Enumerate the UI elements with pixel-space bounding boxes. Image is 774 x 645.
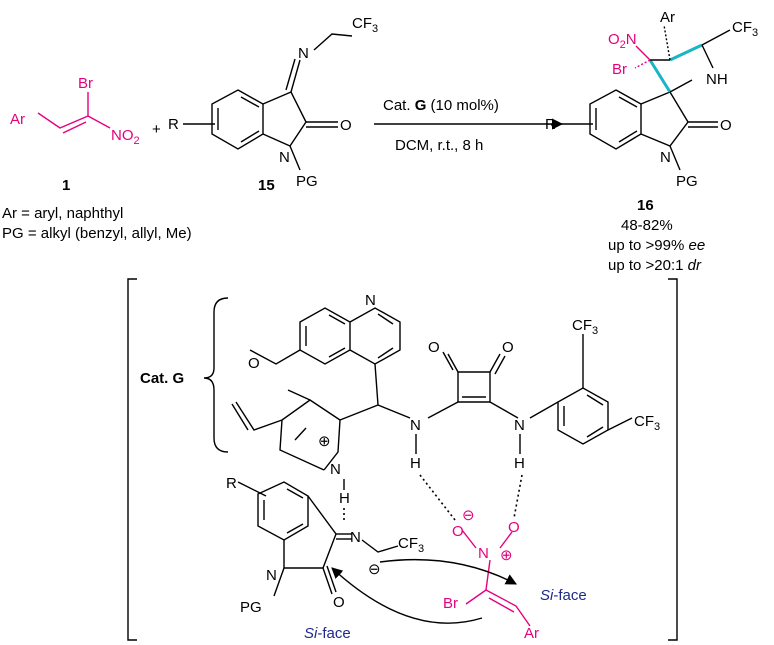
svg-text:Si-face: Si-face — [540, 587, 587, 604]
svg-text:NO2: NO2 — [111, 127, 140, 147]
reactant-15-number: 15 — [258, 177, 275, 194]
catalyst-letter: G — [415, 97, 427, 114]
definition-pg: PG = alkyl (benzyl, allyl, Me) — [2, 225, 192, 242]
svg-text:CF3: CF3 — [732, 19, 758, 39]
aryl-cf3-top-subscript: 3 — [592, 325, 598, 337]
product-br: Br — [612, 61, 627, 78]
ts-nitro-plus: ⊕ — [500, 547, 513, 564]
product-ring-n: N — [660, 149, 671, 166]
aryl-cf3-right-subscript: 3 — [654, 421, 660, 433]
catalyst-g-brace: Cat. G — [140, 297, 229, 453]
ts-nitro-minus: ⊖ — [462, 507, 475, 524]
reactant-15-cf3-subscript: 3 — [372, 23, 378, 35]
methoxy-o: O — [248, 355, 260, 372]
definition-ar: Ar = aryl, naphthyl — [2, 205, 123, 222]
ts-ar: Ar — [524, 625, 539, 642]
ts-ketimine-substrate: R N CF3 ⊖ N O PG — [226, 475, 424, 616]
ts-r-label: R — [226, 475, 237, 492]
reactant-15-pg: PG — [296, 173, 318, 190]
catalyst-loading: (10 mol%) — [426, 97, 499, 114]
reactant-1-br-label: Br — [78, 75, 93, 92]
reactant-15-o: O — [340, 117, 352, 134]
ts-imine-n: N — [350, 529, 361, 546]
reactant-1-no2-subscript: 2 — [134, 135, 140, 147]
reactant-1-ar-label: Ar — [10, 111, 25, 128]
reactant-1-number: 1 — [62, 177, 70, 194]
product-o2n-subscript: 2 — [620, 39, 626, 51]
product-yield: 48-82% — [621, 217, 673, 234]
ts-imine-cf3-subscript: 3 — [418, 543, 424, 555]
product-dr-prefix: up to >20:1 — [608, 257, 688, 274]
quinuclidine-h: H — [339, 490, 350, 507]
squaramide-nh-right-n: N — [514, 417, 525, 434]
product-dr-label: dr — [688, 257, 702, 274]
si-face-attack-arrows: Si-face Si-face — [304, 558, 587, 642]
svg-text:Cat. G (10 mol%): Cat. G (10 mol%) — [383, 97, 499, 114]
ts-imine-cf3: CF — [398, 535, 418, 552]
squaramide-o-left: O — [428, 339, 440, 356]
quinoline-n: N — [365, 292, 376, 309]
svg-text:Si-face: Si-face — [304, 625, 351, 642]
ts-isatin-o: O — [333, 594, 345, 611]
product-cf3-subscript: 3 — [752, 27, 758, 39]
reactant-15-structure: R N CF3 O N PG 15 — [168, 15, 378, 194]
quinuclidine-plus: ⊕ — [318, 433, 331, 450]
si-face-right-italic: Si — [540, 587, 554, 604]
ts-isatin-n: N — [266, 567, 277, 584]
transition-state-bracket — [127, 278, 678, 641]
plus-sign: + — [152, 121, 161, 138]
hydrogen-bonds: H — [339, 474, 523, 522]
product-pg: PG — [676, 173, 698, 190]
catalyst-prefix: Cat. — [383, 97, 415, 114]
product-cf3: CF — [732, 19, 752, 36]
product-nh: NH — [706, 71, 728, 88]
svg-text:O2N: O2N — [608, 31, 637, 51]
ts-imine-minus: ⊖ — [368, 561, 381, 578]
squaramide-nh-left-h: H — [410, 455, 421, 472]
aryl-cf3-top: CF — [572, 317, 592, 334]
svg-text:CF3: CF3 — [352, 15, 378, 35]
svg-text:CF3: CF3 — [398, 535, 424, 555]
catalyst-structure: N O N ⊕ O O N H N H — [231, 292, 660, 478]
aryl-cf3-right: CF — [634, 413, 654, 430]
squaramide-nh-right-h: H — [514, 455, 525, 472]
svg-text:CF3: CF3 — [572, 317, 598, 337]
svg-text:up to >20:1 dr: up to >20:1 dr — [608, 257, 702, 274]
catalyst-g-label: Cat. G — [140, 370, 184, 387]
si-face-left-italic: Si — [304, 625, 318, 642]
svg-text:up to >99% ee: up to >99% ee — [608, 237, 705, 254]
ts-nitro-o-minus: O — [452, 523, 464, 540]
reactant-1-no2-label: NO — [111, 127, 134, 144]
ts-br: Br — [443, 595, 458, 612]
squaramide-o-right: O — [502, 339, 514, 356]
product-ee-prefix: up to >99% — [608, 237, 688, 254]
si-face-left-suffix: -face — [317, 625, 350, 642]
squaramide-nh-left-n: N — [410, 417, 421, 434]
product-o2n-o: O — [608, 31, 620, 48]
product-o2n-n: N — [626, 31, 637, 48]
quinuclidine-n: N — [330, 461, 341, 478]
product-16-structure: Ar CF3 O2N Br NH R O N PG — [545, 9, 758, 190]
product-ee-label: ee — [688, 237, 705, 254]
reactant-15-r-label: R — [168, 116, 179, 133]
ts-pg: PG — [240, 599, 262, 616]
si-face-right-suffix: -face — [553, 587, 586, 604]
reactant-15-cf3: CF — [352, 15, 372, 32]
ts-nitroalkene-substrate: O ⊖ O N ⊕ Br Ar — [443, 507, 539, 642]
ts-nitro-n: N — [478, 545, 489, 562]
svg-text:CF3: CF3 — [634, 413, 660, 433]
reactant-15-imine-n: N — [298, 45, 309, 62]
reactant-1-structure: Br Ar NO2 1 — [10, 75, 140, 194]
product-ar: Ar — [660, 9, 675, 26]
product-o: O — [720, 117, 732, 134]
ts-nitro-o: O — [508, 519, 520, 536]
reactant-15-ring-n: N — [279, 149, 290, 166]
reaction-conditions: DCM, r.t., 8 h — [395, 137, 483, 154]
reaction-arrow: Cat. G (10 mol%) DCM, r.t., 8 h — [374, 97, 564, 154]
product-r: R — [545, 116, 556, 133]
product-number: 16 — [637, 197, 654, 214]
